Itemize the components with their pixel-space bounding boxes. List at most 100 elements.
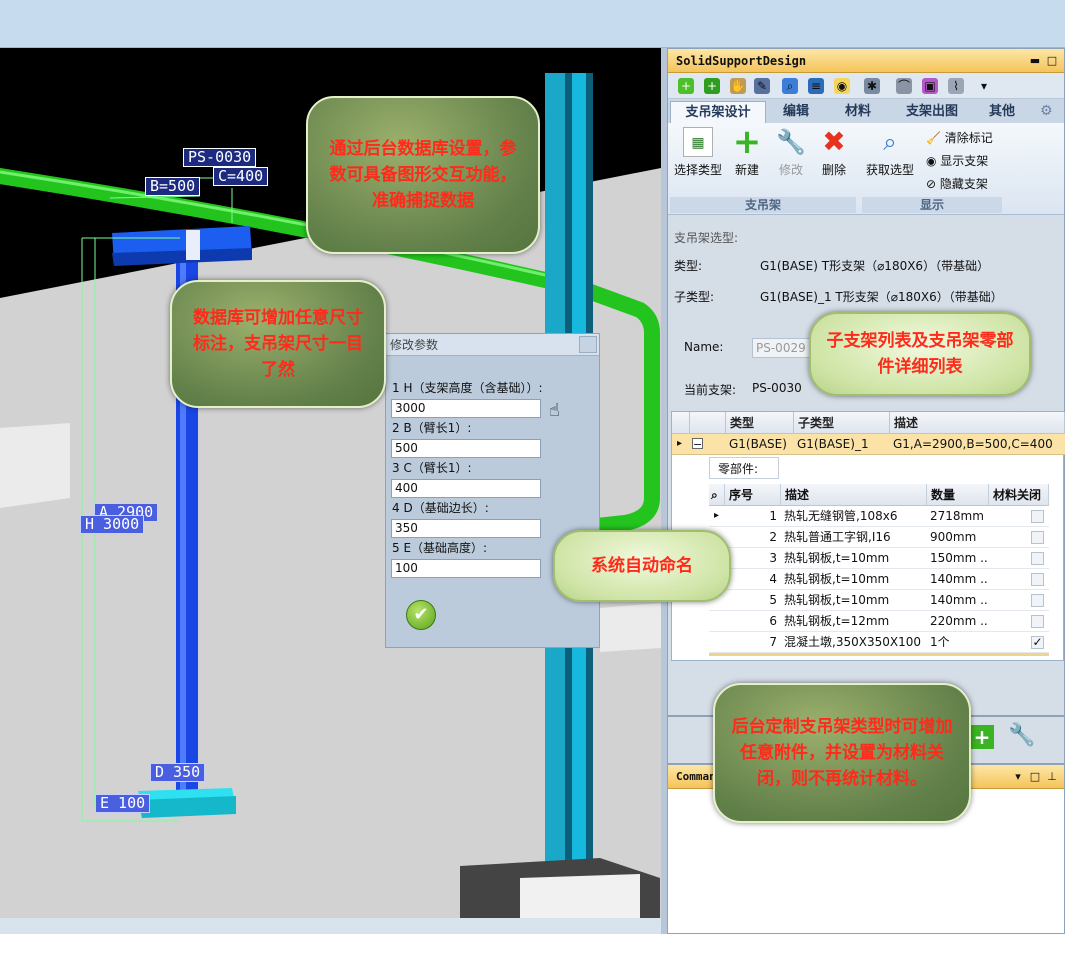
delete-button[interactable]: ✖ 删除 <box>814 127 854 178</box>
palette-icon[interactable]: ▣ <box>922 78 938 94</box>
get-type-button[interactable]: ⌕ 获取选型 <box>864 127 916 178</box>
grid-bottom-bar <box>709 653 1049 656</box>
add-box-icon[interactable]: + <box>704 78 720 94</box>
material-closed-checkbox[interactable] <box>1031 552 1044 565</box>
param-e-input[interactable]: 100 <box>391 559 541 578</box>
modify-params-dialog: 修改参数 1 H（支架高度（含基础））: 3000 ☝ 2 B（臂长1）: 50… <box>385 333 600 648</box>
support-name-label: PS-0030 <box>183 148 257 167</box>
part-no: 4 <box>769 572 777 586</box>
pick-hand-icon[interactable]: ☝ <box>549 400 560 421</box>
part-desc: 热轧普通工字钢,I16 <box>784 530 891 544</box>
dim-c-label: C=400 <box>213 167 269 186</box>
material-closed-checkbox[interactable] <box>1031 510 1044 523</box>
material-closed-checkbox[interactable] <box>1031 615 1044 628</box>
col-part-desc[interactable]: 描述 <box>781 484 927 506</box>
list-item[interactable] <box>709 632 1049 653</box>
options-gear-icon[interactable]: ⚙ <box>1040 103 1053 119</box>
part-no: 6 <box>769 614 777 628</box>
gear-icon[interactable]: ✱ <box>864 78 880 94</box>
tab-support-design[interactable]: 支吊架设计 <box>670 101 766 123</box>
material-closed-checkbox[interactable] <box>1031 573 1044 586</box>
col-qty[interactable]: 数量 <box>927 484 989 506</box>
viewport-status-strip <box>0 918 661 934</box>
hook-icon[interactable]: ⌒ <box>896 78 912 94</box>
list-item[interactable] <box>709 569 1049 590</box>
bulb-icon[interactable]: ◉ <box>834 78 850 94</box>
material-closed-checkbox[interactable] <box>1031 531 1044 544</box>
clear-mark-button[interactable]: 🧹 清除标记 <box>926 129 993 146</box>
edit-wrench-icon[interactable]: 🔧 <box>1008 723 1036 748</box>
add-icon[interactable]: + <box>678 78 694 94</box>
part-no: 3 <box>769 551 777 565</box>
eye-off-icon: ⊘ <box>926 177 940 191</box>
ok-check-button[interactable]: ✔ <box>406 600 436 630</box>
current-support-value: PS-0030 <box>752 381 802 395</box>
add-part-icon[interactable]: + <box>970 725 994 749</box>
magnifier-icon: ⌕ <box>883 128 897 156</box>
parts-tab[interactable]: 零部件: <box>709 457 779 479</box>
modify-button[interactable]: 🔧 修改 <box>772 127 810 178</box>
name-input[interactable]: PS-0029 <box>752 338 812 358</box>
param-d-input[interactable]: 350 <box>391 519 541 538</box>
dialog-close-button[interactable] <box>579 336 597 353</box>
ribbon-tabs: 支吊架设计 编辑 材料 支架出图 其他 ⚙ <box>668 99 1064 123</box>
hide-support-button[interactable]: ⊘ 隐藏支架 <box>926 175 988 192</box>
col-type[interactable]: 类型 <box>726 412 794 434</box>
delete-label: 删除 <box>821 163 846 177</box>
attach-icon[interactable]: ⌇ <box>948 78 964 94</box>
tab-material[interactable]: 材料 <box>844 104 871 119</box>
group-support-label: 支吊架 <box>670 197 856 213</box>
show-support-label: 显示支架 <box>940 154 989 168</box>
param-b-input[interactable]: 500 <box>391 439 541 458</box>
tab-other[interactable]: 其他 <box>988 104 1015 119</box>
section-title: 支吊架选型: <box>674 231 739 245</box>
material-closed-checkbox[interactable] <box>1031 594 1044 607</box>
tab-drawing[interactable]: 支架出图 <box>905 104 958 119</box>
cmd-restore-icon[interactable]: □ <box>1029 770 1041 783</box>
col-closed[interactable]: 材料关闭 <box>989 484 1049 506</box>
list-item[interactable] <box>709 590 1049 611</box>
support-grid: 类型 子类型 描述 ▸ − G1(BASE) G1(BASE)_1 G1,A=2… <box>671 411 1065 661</box>
part-pointer-icon: ▸ <box>714 510 720 521</box>
param-h-input[interactable]: 3000 <box>391 399 541 418</box>
dialog-title: 修改参数 <box>386 334 599 356</box>
collapse-icon[interactable]: − <box>692 438 703 451</box>
part-desc: 热轧钢板,t=10mm <box>784 572 890 586</box>
wrench-icon: 🔧 <box>776 128 806 156</box>
zoom-icon[interactable]: ⌕ <box>782 78 798 94</box>
select-type-button[interactable]: ▦ 选择类型 <box>672 127 724 178</box>
col-no[interactable]: 序号 <box>725 484 781 506</box>
part-desc: 混凝土墩,350X350X100 <box>784 635 921 649</box>
cmd-pin-icon[interactable]: ⊥ <box>1047 770 1057 783</box>
list-item[interactable] <box>709 548 1049 569</box>
list-item[interactable] <box>709 611 1049 632</box>
list-item[interactable] <box>709 506 1049 527</box>
plus-icon: + <box>732 122 762 162</box>
more-icon[interactable]: ▾ <box>980 79 988 93</box>
row-pointer-icon: ▸ <box>677 438 683 449</box>
panel-title: SolidSupportDesign <box>668 49 1064 73</box>
material-closed-checkbox[interactable]: ✓ <box>1031 635 1044 649</box>
splitter[interactable] <box>661 48 667 934</box>
param-h-label: 1 H（支架高度（含基础））: <box>392 381 543 395</box>
new-button[interactable]: + 新建 <box>728 122 766 178</box>
restore-icon[interactable]: □ <box>1046 54 1058 67</box>
hand-icon[interactable]: ✋ <box>730 78 746 94</box>
tab-edit[interactable]: 编辑 <box>782 104 809 119</box>
param-c-input[interactable]: 400 <box>391 479 541 498</box>
part-desc: 热轧无缝钢管,108x6 <box>784 509 898 523</box>
show-support-button[interactable]: ◉ 显示支架 <box>926 152 988 169</box>
dim-d-label: D 350 <box>150 763 206 782</box>
type-label: 类型: <box>674 259 703 273</box>
table-row[interactable] <box>672 434 1065 455</box>
part-desc: 热轧钢板,t=10mm <box>784 551 890 565</box>
dim-h-label: H 3000 <box>80 515 145 534</box>
col-subtype[interactable]: 子类型 <box>794 412 890 434</box>
cmd-dropdown-icon[interactable]: ▾ <box>1015 770 1021 783</box>
col-desc[interactable]: 描述 <box>890 412 1065 434</box>
row-desc: G1,A=2900,B=500,C=400 <box>893 437 1053 451</box>
brush-icon[interactable]: ✎ <box>754 78 770 94</box>
list-item[interactable] <box>709 527 1049 548</box>
list-icon[interactable]: ≡ <box>808 78 824 94</box>
minimize-icon[interactable]: ▬ <box>1029 54 1041 67</box>
